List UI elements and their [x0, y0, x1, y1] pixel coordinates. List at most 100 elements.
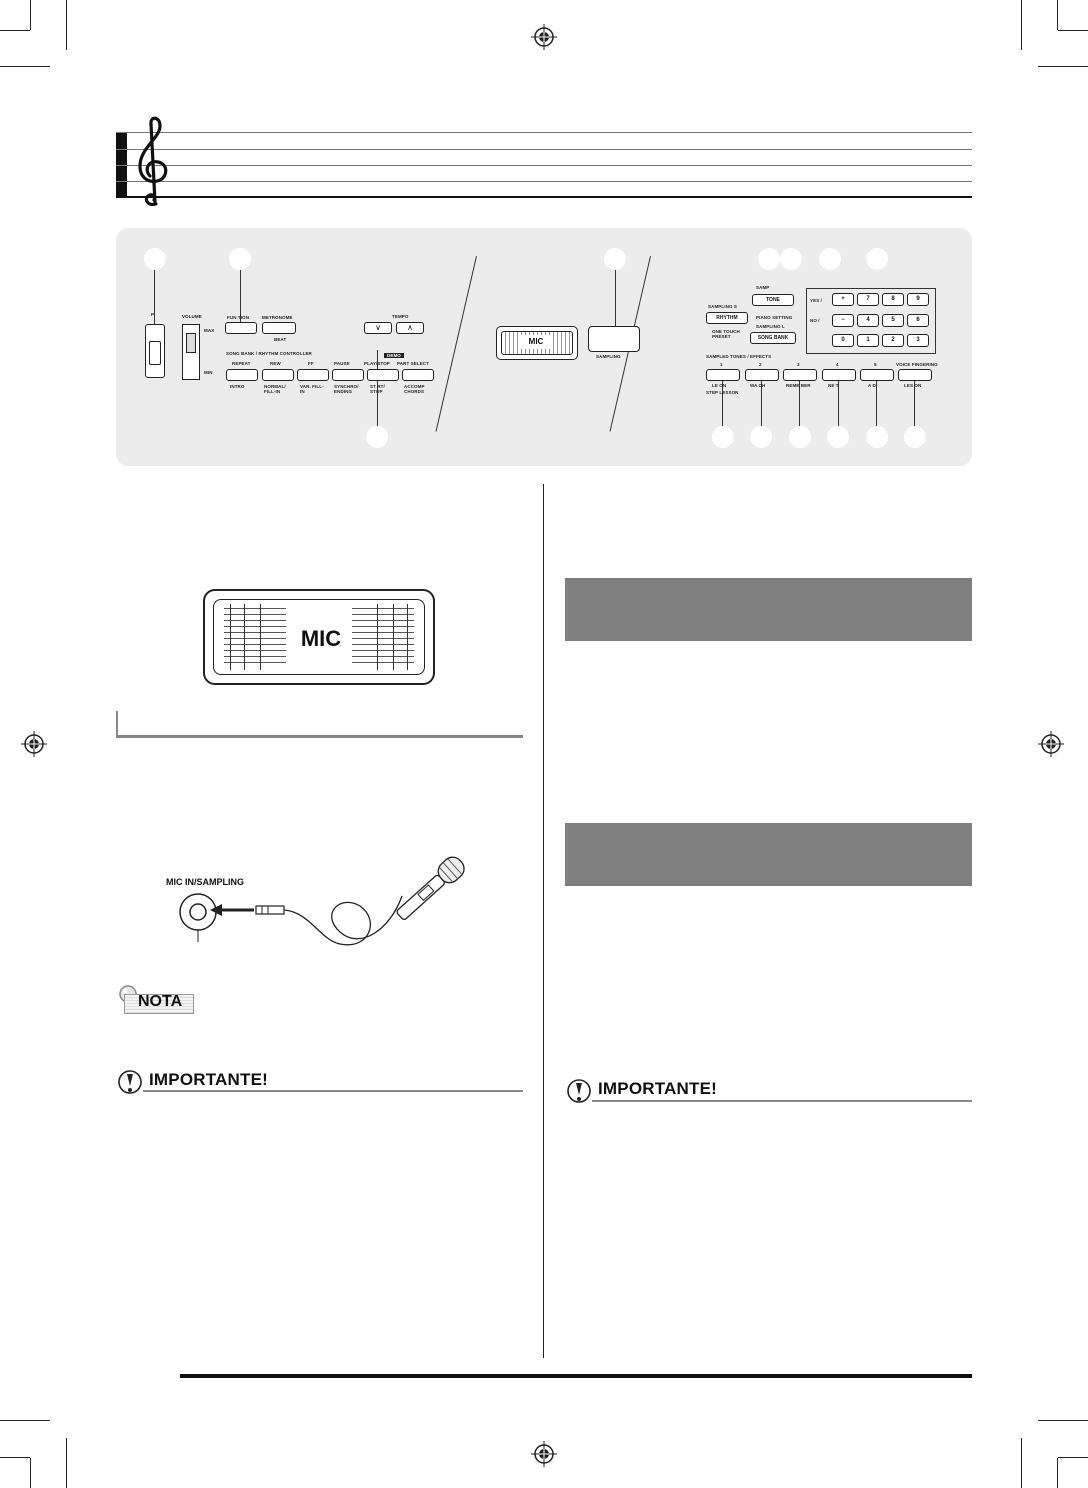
play-stop-button[interactable] — [367, 369, 399, 381]
samp-label: SAMP — [756, 285, 770, 290]
leader-line — [761, 378, 762, 426]
repeat-button[interactable] — [226, 369, 258, 381]
lesson2-label: LES ON — [904, 383, 922, 388]
no-label: NO / — [810, 318, 820, 323]
callout-dot — [819, 248, 841, 270]
callout-dot — [780, 248, 802, 270]
staff-bottom-line — [116, 196, 972, 198]
remember-label: REME BER — [786, 383, 811, 388]
remember-button[interactable] — [783, 369, 817, 381]
controller-label-pause: PAUSE — [334, 361, 350, 366]
controller-label-ff: FF — [308, 361, 314, 366]
break-line — [435, 256, 477, 432]
metronome-button[interactable] — [262, 322, 296, 334]
staff-line — [116, 165, 972, 166]
controller-sub-synchro: SYNCHRO/ ENDING — [334, 384, 359, 394]
part-select-button[interactable] — [402, 369, 434, 381]
controller-label-play-stop: PLAY/STOP — [364, 361, 390, 366]
power-label: P — [151, 312, 155, 317]
tempo-down-button[interactable]: ∨ — [364, 322, 392, 334]
lesson2-button[interactable] — [898, 369, 932, 381]
warning-icon — [567, 1079, 591, 1103]
sampling-s-label: SAMPLING S — [708, 304, 738, 309]
demo-label: DEMO — [384, 353, 404, 358]
numpad-key[interactable]: 3 — [907, 334, 929, 347]
microphone-connection-illustration — [179, 856, 465, 946]
callout-dot — [904, 426, 926, 448]
volume-max-label: MAX — [204, 328, 215, 333]
numpad-key[interactable]: 9 — [907, 293, 929, 306]
callout-dot — [866, 248, 888, 270]
tempo-up-button[interactable]: ∧ — [396, 322, 424, 334]
sampling-button[interactable] — [588, 326, 640, 352]
numpad-key[interactable]: 4 — [857, 314, 879, 327]
numpad-key[interactable]: 8 — [882, 293, 904, 306]
callout-dot — [712, 426, 734, 448]
lesson-label: LE ON — [712, 383, 727, 388]
numpad-key[interactable]: 2 — [882, 334, 904, 347]
mic-grille-large: MIC — [203, 589, 435, 685]
section-header-gray — [565, 823, 972, 886]
callout-dot — [789, 426, 811, 448]
step-lesson-label: STEP LESSON — [706, 390, 739, 395]
callout-dot — [366, 426, 388, 448]
tone-button[interactable]: TONE — [752, 294, 794, 306]
footer-rule — [180, 1374, 972, 1378]
sampled-tones-label: SAMPLED TONES / EFFECTS — [706, 354, 772, 359]
numpad-key[interactable]: − — [832, 314, 854, 327]
numpad-key[interactable]: 5 — [882, 314, 904, 327]
next-button[interactable] — [822, 369, 856, 381]
sampling-label: SAMPLING — [596, 354, 621, 359]
leader-line — [615, 270, 616, 328]
leader-line — [377, 350, 378, 426]
and-label: A D — [868, 383, 876, 388]
leader-line — [722, 378, 723, 426]
numpad-key[interactable]: 7 — [857, 293, 879, 306]
sampled-num: 5 — [874, 362, 877, 367]
mic-large-label: MIC — [300, 626, 342, 651]
numpad-key[interactable]: 6 — [907, 314, 929, 327]
sampled-num: 3 — [797, 362, 800, 367]
warning-icon — [118, 1070, 142, 1094]
piano-setting-label: PIANO SETTING — [756, 315, 793, 320]
metronome-label: METRONOME — [262, 315, 293, 320]
lesson-button[interactable] — [706, 369, 740, 381]
and-button[interactable] — [860, 369, 894, 381]
callout-dot — [750, 426, 772, 448]
song-bank-button[interactable]: SONG BANK — [750, 332, 796, 344]
staff-line — [116, 181, 972, 182]
numpad-key[interactable]: 1 — [857, 334, 879, 347]
numpad-key[interactable]: 0 — [832, 334, 854, 347]
registration-mark-top — [531, 24, 557, 50]
watch-label: WA CH — [750, 383, 766, 388]
column-divider — [543, 484, 544, 1358]
rhythm-button[interactable]: RHYTHM — [706, 312, 748, 324]
sampled-num: 4 — [836, 362, 839, 367]
numpad-key[interactable]: + — [832, 293, 854, 306]
pause-button[interactable] — [332, 369, 364, 381]
beat-label: BEAT — [274, 337, 287, 342]
volume-slider[interactable] — [182, 324, 200, 380]
ff-button[interactable] — [297, 369, 329, 381]
power-switch[interactable] — [145, 324, 165, 378]
rew-button[interactable] — [262, 369, 294, 381]
controller-label-rew: REW — [270, 361, 281, 366]
importante-right-title: IMPORTANTE! — [598, 1079, 717, 1098]
sampled-num: 2 — [759, 362, 762, 367]
function-label: FUN TION — [227, 315, 250, 320]
leader-line — [240, 270, 241, 322]
function-button[interactable] — [225, 322, 257, 334]
mic-in-sampling-label: MIC IN/SAMPLING — [166, 877, 244, 887]
importante-left-rule — [143, 1090, 523, 1092]
callout-dot — [866, 426, 888, 448]
keyboard-control-panel-diagram: P VOLUME MAX MIN FUN TION METRONOME BEAT… — [116, 228, 972, 466]
callout-dot — [604, 248, 626, 270]
leader-line — [838, 378, 839, 426]
controller-sub-var: VAR. FILL-IN — [300, 384, 324, 394]
next-label: NE T — [828, 383, 839, 388]
staff-line — [116, 149, 972, 150]
callout-dot — [758, 248, 780, 270]
watch-button[interactable] — [745, 369, 779, 381]
registration-mark-right — [1038, 731, 1064, 757]
controller-sub-normal: NORMAL/ FILL-IN — [264, 384, 286, 394]
